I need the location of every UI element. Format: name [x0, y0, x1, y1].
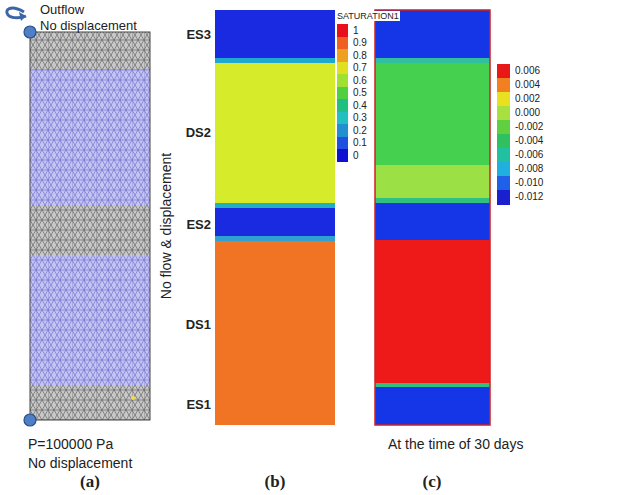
- saturation-colorbar-swatch: [337, 62, 348, 75]
- strain-colorbar-swatch: [497, 92, 510, 107]
- legend-value: 0.1: [352, 137, 368, 149]
- saturation-colorbar-swatch: [337, 112, 348, 125]
- strain-colorbar-swatch: [497, 78, 510, 93]
- strain-colorbar-swatch: [497, 148, 510, 163]
- strain-colorbar-swatch: [497, 106, 510, 121]
- legend-value: -0.012: [514, 191, 544, 203]
- legend-value: 0.000: [514, 107, 541, 119]
- layer-name: ES1: [186, 398, 211, 413]
- boundary-note: No displacement: [40, 19, 137, 34]
- legend-value: 0.7: [352, 62, 368, 74]
- legend-value: 0.5: [352, 87, 368, 99]
- legend-value: -0.010: [514, 177, 544, 189]
- panel-letter: (c): [423, 472, 442, 492]
- legend-value: 1: [352, 25, 360, 37]
- panel-letter: (a): [80, 472, 100, 492]
- legend-value: -0.002: [514, 121, 544, 133]
- legend-value: 0.3: [352, 112, 368, 124]
- layer-name: ES2: [186, 218, 211, 233]
- saturation-column: [215, 10, 335, 425]
- saturation-colorbar-swatch: [337, 87, 348, 100]
- legend-value: 0: [352, 150, 360, 162]
- legend-value: -0.004: [514, 135, 544, 147]
- strain-colorbar-swatch: [497, 162, 510, 177]
- legend-value: -0.008: [514, 163, 544, 175]
- strain-colorbar-swatch: [497, 134, 510, 149]
- layer-name: ES3: [186, 28, 211, 43]
- legend-value: 0.9: [352, 37, 368, 49]
- strain-colorbar-swatch: [497, 120, 510, 135]
- saturation-colorbar-swatch: [337, 99, 348, 112]
- saturation-colorbar-swatch: [337, 137, 348, 150]
- strain-colorbar-swatch: [497, 64, 510, 79]
- legend-value: 0.006: [514, 65, 541, 77]
- legend-value: 0.002: [514, 93, 541, 105]
- outflow-arrow: [7, 8, 26, 21]
- legend-value: 0.004: [514, 79, 541, 91]
- saturation-colorbar-swatch: [337, 37, 348, 50]
- saturation-colorbar-swatch: [337, 49, 348, 62]
- mesh-column: [24, 26, 150, 426]
- boundary-note: No displacement: [28, 455, 132, 471]
- legend-value: 0.8: [352, 50, 368, 62]
- strain-column: [375, 10, 490, 425]
- layer-name: DS1: [186, 318, 211, 333]
- saturation-colorbar-swatch: [337, 149, 348, 162]
- strain-colorbar-swatch: [497, 176, 510, 191]
- legend-value: 0.2: [352, 125, 368, 137]
- panel-letter: (b): [265, 472, 286, 492]
- saturation-colorbar-swatch: [337, 74, 348, 87]
- strain-colorbar-swatch: [497, 190, 510, 205]
- legend-value: -0.006: [514, 149, 544, 161]
- boundary-note: No flow & displacement: [158, 153, 174, 299]
- legend-title: SATURATION1: [336, 11, 400, 21]
- boundary-note: P=100000 Pa: [28, 436, 113, 452]
- saturation-colorbar-swatch: [337, 24, 348, 37]
- time-note: At the time of 30 days: [388, 436, 523, 452]
- layer-name: DS2: [186, 126, 211, 141]
- boundary-note: Outflow: [40, 3, 84, 18]
- legend-value: 0.6: [352, 75, 368, 87]
- legend-value: 0.4: [352, 100, 368, 112]
- saturation-colorbar-swatch: [337, 124, 348, 137]
